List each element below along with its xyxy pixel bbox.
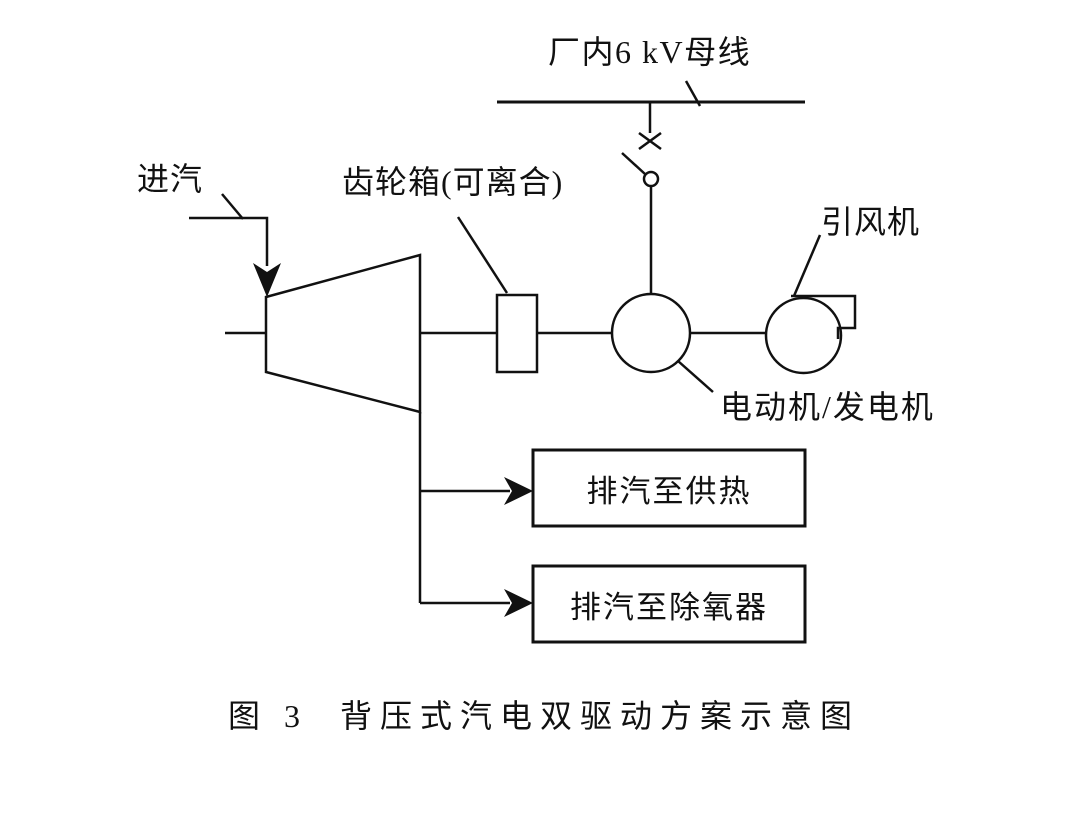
exhaust-branch-2-arrowhead-icon (504, 589, 533, 617)
steam-inlet-label: 进汽 (137, 161, 204, 197)
steam-inlet-leader-line (221, 193, 244, 220)
motor-leader-line (677, 360, 714, 393)
fan-leader-line (792, 234, 822, 297)
busbar-label: 厂内6 kV母线 (548, 34, 752, 70)
busbar-leader-line (684, 80, 702, 107)
exhaust-box-2 (531, 564, 807, 644)
fan-label: 引风机 (821, 204, 921, 240)
steam-inlet-arrowhead-icon (253, 263, 281, 297)
motor-generator-symbol (610, 292, 692, 374)
motor-generator-label: 电动机/发电机 (720, 389, 935, 425)
switch-arm-line (621, 152, 646, 175)
breaker-x-icon (638, 131, 662, 151)
exhaust-branch-1-arrowhead-icon (504, 477, 533, 505)
exhaust-box-1-label: 排汽至供热 (586, 473, 752, 509)
switch-circle-icon (642, 170, 660, 188)
fan-symbol (764, 294, 857, 375)
figure-caption: 图 3 背压式汽电双驱动方案示意图 (228, 698, 861, 734)
steam-inlet-pipe (189, 216, 269, 266)
exhaust-box-1 (531, 448, 807, 528)
exhaust-box-2-label: 排汽至除氧器 (570, 589, 768, 625)
gearbox-leader-line (456, 216, 509, 294)
gearbox-symbol (495, 293, 539, 374)
gearbox-label: 齿轮箱(可离合) (342, 164, 564, 200)
turbine-symbol (264, 253, 422, 414)
